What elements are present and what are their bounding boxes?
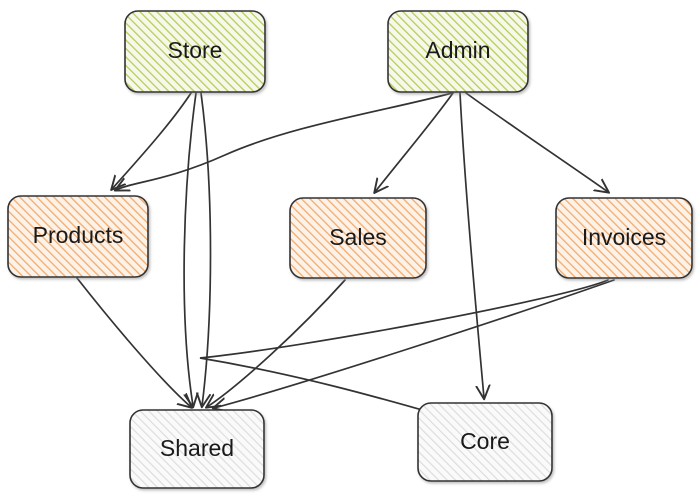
edge-invoices-shared bbox=[214, 279, 615, 408]
edge-invoices-core bbox=[199, 279, 609, 423]
edge-products-shared bbox=[76, 277, 191, 407]
node-store[interactable]: Store bbox=[124, 10, 266, 93]
edge-store-shared bbox=[183, 92, 196, 406]
node-shape-invoices[interactable] bbox=[555, 197, 693, 279]
node-shared[interactable]: Shared bbox=[129, 409, 265, 489]
edge-store-core-curve bbox=[201, 92, 212, 406]
node-shape-sales[interactable] bbox=[289, 197, 427, 279]
edge-admin-sales bbox=[375, 92, 454, 192]
edge-admin-invoices bbox=[465, 92, 608, 192]
edge-store-products bbox=[112, 92, 192, 189]
node-products[interactable]: Products bbox=[7, 195, 149, 278]
node-invoices[interactable]: Invoices bbox=[555, 197, 693, 279]
edge-admin-core bbox=[459, 92, 484, 398]
edges-layer bbox=[76, 92, 615, 423]
node-admin[interactable]: Admin bbox=[387, 10, 529, 93]
edge-sales-shared bbox=[207, 279, 346, 407]
node-shape-shared[interactable] bbox=[129, 409, 265, 489]
node-core[interactable]: Core bbox=[417, 402, 553, 482]
node-shape-admin[interactable] bbox=[387, 10, 529, 93]
edge-admin-products bbox=[116, 92, 453, 190]
node-sales[interactable]: Sales bbox=[289, 197, 427, 279]
node-shape-store[interactable] bbox=[124, 10, 266, 93]
node-shape-core[interactable] bbox=[417, 402, 553, 482]
node-shape-products[interactable] bbox=[7, 195, 149, 278]
